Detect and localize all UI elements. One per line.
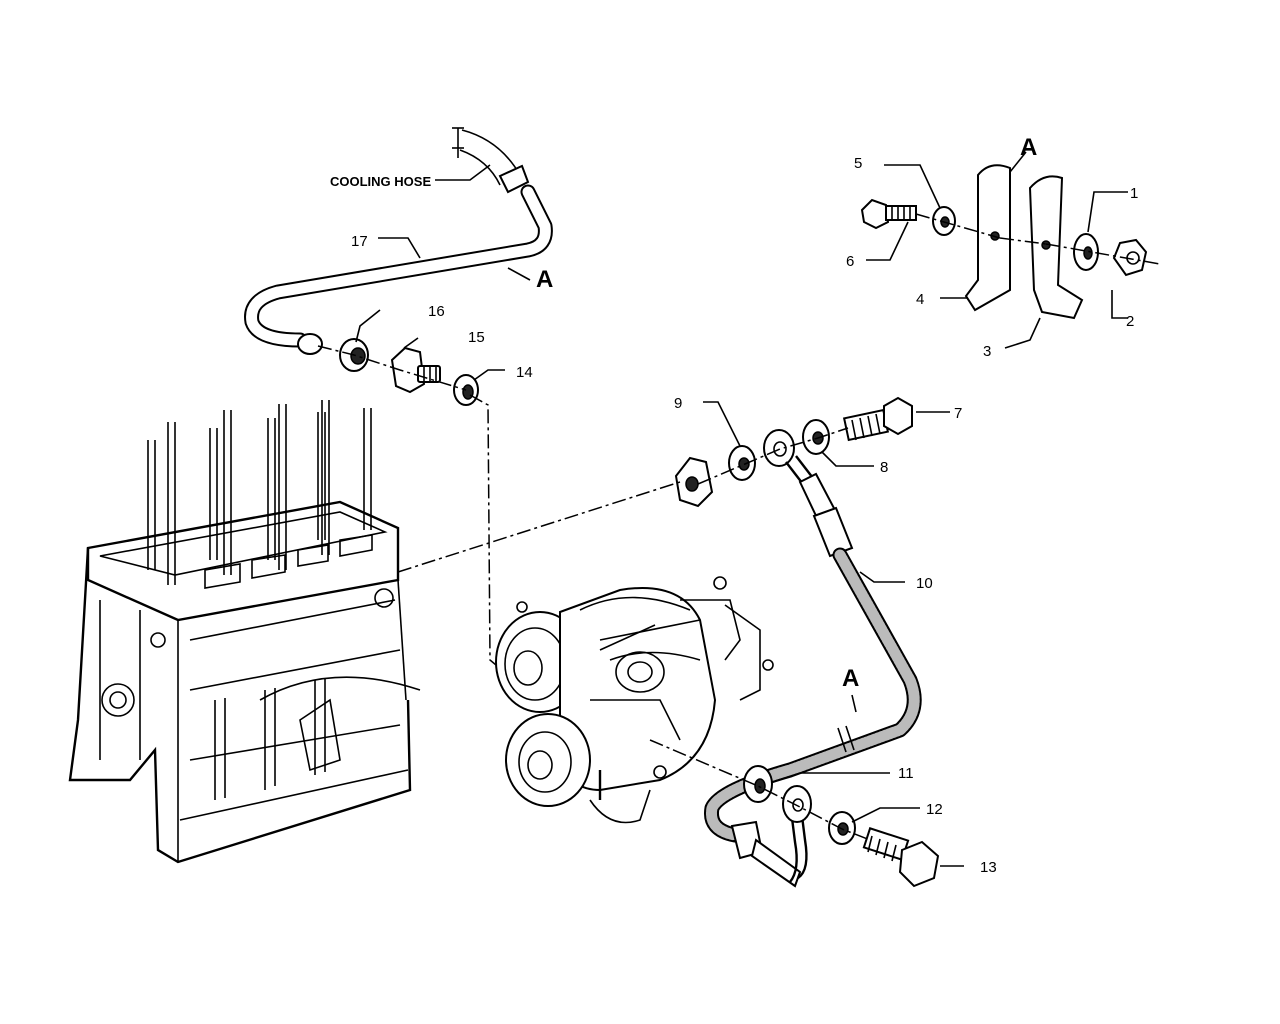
- label-6: 6: [846, 253, 854, 270]
- leader-lines: [355, 151, 1128, 867]
- label-a-pipe: A: [536, 266, 553, 293]
- label-15: 15: [468, 329, 485, 346]
- label-9: 9: [674, 395, 682, 412]
- label-1: 1: [1130, 185, 1138, 202]
- oil-feed-upper-fittings: [674, 396, 913, 558]
- label-a-hose: A: [842, 665, 859, 692]
- label-13: 13: [980, 859, 997, 876]
- bracket-assembly: [860, 164, 1161, 320]
- label-4: 4: [916, 291, 924, 308]
- callout-labels: COOLING HOSE 17 A 16 15 14 A 5 1 6 4 2 3…: [330, 134, 1138, 876]
- label-17: 17: [351, 233, 368, 250]
- cooling-pipe-17: [244, 127, 553, 406]
- centerlines: [317, 345, 871, 841]
- label-12: 12: [926, 801, 943, 818]
- label-2: 2: [1126, 313, 1134, 330]
- label-5: 5: [854, 155, 862, 172]
- engine-block: [68, 400, 421, 864]
- label-10: 10: [916, 575, 933, 592]
- label-11: 11: [898, 765, 914, 782]
- turbocharger: [495, 576, 774, 824]
- oil-feed-lower-fittings: [743, 765, 940, 888]
- label-16: 16: [428, 303, 445, 320]
- label-cooling-hose: COOLING HOSE: [330, 174, 431, 189]
- label-8: 8: [880, 459, 888, 476]
- label-7: 7: [954, 405, 962, 422]
- label-a-bracket: A: [1020, 134, 1037, 161]
- label-3: 3: [983, 343, 991, 360]
- label-14: 14: [516, 364, 533, 381]
